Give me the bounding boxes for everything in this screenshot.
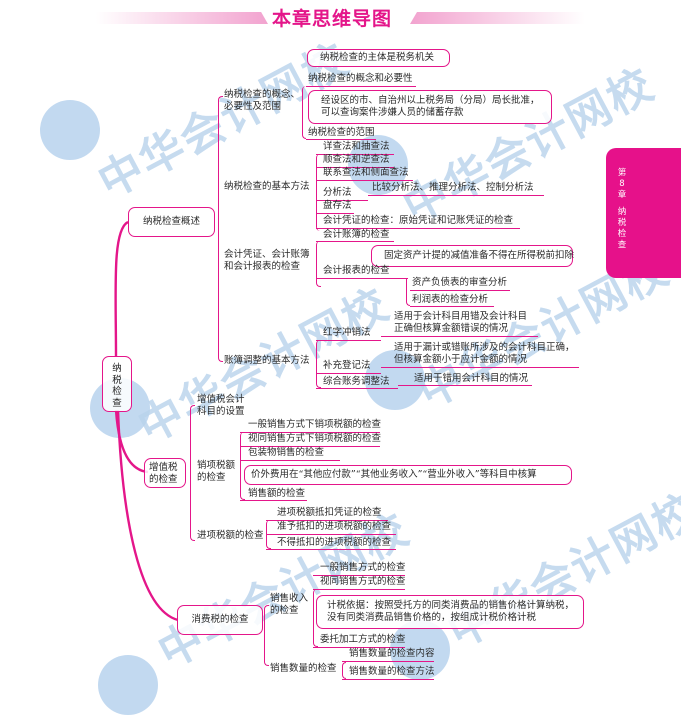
header-bar-right (410, 12, 585, 24)
income-item: 视同销售方式的检查 (320, 576, 406, 587)
statements-item: 会计报表的检查 (323, 265, 390, 276)
comprehensive-note: 适用于错用会计科目的情况 (414, 373, 529, 384)
header-bar-left (96, 12, 268, 24)
concept-item: 纳税检查的概念和必要性 (308, 73, 413, 84)
root-node[interactable]: 纳 税 检 查 (102, 356, 132, 412)
input-item: 不得抵扣的进项税额的检查 (277, 537, 392, 548)
adjust-label: 账簿调整的基本方法 (224, 355, 310, 366)
root-char: 检 (112, 386, 122, 397)
chapter-char: 8 (619, 179, 625, 189)
scope-item: 纳税检查的范围 (308, 127, 375, 138)
concept-label: 纳税检查的概念、 (224, 89, 301, 100)
red-method: 红字冲销法 (323, 327, 371, 338)
accounting-label: 和会计报表的检查 (224, 261, 301, 272)
accounting-label: 会计凭证、会计账簿 (224, 249, 310, 260)
watermark-logo-icon (40, 100, 100, 160)
chapter-name-char: 检 (617, 229, 627, 239)
chapter-tab[interactable]: 第 8 章 纳 税 检 查 (606, 148, 681, 278)
chapter-name-char: 查 (617, 240, 627, 250)
income-label: 销售收入 (270, 593, 309, 604)
chapter-name-char: 税 (617, 218, 627, 228)
chapter-char: 章 (617, 190, 627, 200)
methods-label: 纳税检查的基本方法 (224, 181, 310, 192)
output-label: 销项税额 (197, 460, 236, 471)
comprehensive-method: 综合账务调整法 (323, 376, 390, 387)
red-note: 适用于会计科目用错及会计科目 (394, 311, 528, 322)
chapter-char: 第 (617, 168, 627, 178)
root-char: 查 (112, 397, 122, 409)
overview-node[interactable]: 纳税检查概述 (128, 207, 215, 237)
root-connectors (114, 220, 179, 622)
callout-extra-charges: 价外费用在“其他应付款”“其他业务收入”“营业外收入”等科目中核算 (244, 465, 572, 485)
red-note: 正确但核算金额错误的情况 (394, 323, 509, 334)
input-item: 准予抵扣的进项税额的检查 (277, 521, 392, 532)
income-label: 的检查 (270, 605, 299, 616)
output-item: 视同销售方式下销项税额的检查 (248, 433, 382, 444)
vat-node[interactable]: 增值税 的检查 (144, 458, 186, 488)
header-title: 本章思维导图 (272, 8, 393, 30)
callout-impairment: 固定资产计提的减值准备不得在所得税前扣除 (371, 245, 574, 267)
method-item: 分析法 (323, 187, 352, 198)
consumption-node[interactable]: 消费税的检查 (177, 605, 263, 635)
quantity-item: 销售数量的检查方法 (349, 666, 435, 677)
method-item: 详查法和抽查法 (323, 141, 390, 152)
root-char: 纳 (112, 363, 122, 374)
overview-brace (218, 96, 223, 362)
quantity-item: 销售数量的检查内容 (349, 648, 435, 659)
ledger-item: 会计账簿的检查 (323, 229, 390, 240)
analysis-detail: 比较分析法、推理分析法、控制分析法 (372, 182, 534, 193)
root-char: 税 (112, 374, 122, 386)
callout-subject: 纳税检查的主体是税务机关 (307, 49, 450, 67)
method-item: 顺查法和逆查法 (323, 154, 390, 165)
vat-setup: 科目的设置 (197, 406, 245, 417)
entrusted-item: 委托加工方式的检查 (320, 634, 406, 645)
callout-tax-basis: 计税依据：按照受托方的同类消费品的销售价格计算纳税， 没有同类消费品销售价格的，… (316, 595, 584, 629)
input-item: 进项税额抵扣凭证的检查 (277, 507, 382, 518)
balance-sheet-item: 资产负债表的审查分析 (412, 277, 508, 288)
watermark-logo-icon (390, 620, 450, 680)
vat-setup: 增值税会计 (197, 394, 245, 405)
input-label: 进项税额的检查 (197, 530, 264, 541)
output-label: 的检查 (197, 472, 226, 483)
concept-label: 必要性及范围 (224, 101, 282, 112)
supplement-note: 适用于漏计或错账所涉及的会计科目正确， (394, 342, 575, 353)
supplement-method: 补充登记法 (323, 360, 371, 371)
output-item: 一般销售方式下销项税额的检查 (248, 419, 382, 430)
method-item: 联系查法和侧面查法 (323, 167, 409, 178)
income-statement-item: 利润表的检查分析 (412, 294, 489, 305)
sales-item: 销售额的检查 (248, 488, 306, 499)
chapter-name-char: 纳 (617, 207, 627, 217)
method-item: 盘存法 (323, 200, 352, 211)
watermark-logo-icon (348, 135, 408, 195)
output-item: 包装物销售的检查 (248, 447, 325, 458)
income-item: 一般销售方式的检查 (320, 562, 406, 573)
watermark-logo-icon (365, 350, 425, 410)
callout-scope: 经设区的市、自治州以上税务局（分局）局长批准， 可以查询案件涉嫌人员的储蓄存款 (308, 90, 552, 124)
supplement-note: 但核算金额小于应计金额的情况 (394, 354, 528, 365)
voucher-item: 会计凭证的检查：原始凭证和记账凭证的检查 (323, 215, 514, 226)
quantity-label: 销售数量的检查 (270, 663, 337, 674)
